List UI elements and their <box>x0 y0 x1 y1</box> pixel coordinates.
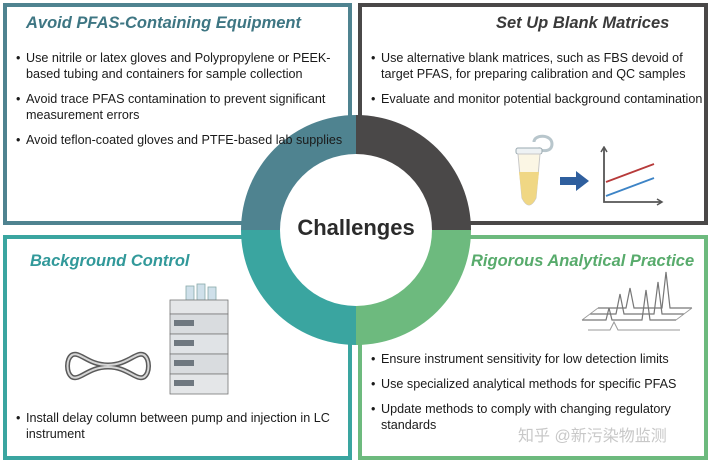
delay-column-icon <box>65 351 151 381</box>
bullet-item: Use specialized analytical methods for s… <box>371 376 703 392</box>
bullet-item: Evaluate and monitor potential backgroun… <box>371 91 703 107</box>
rigorous-bullet-list: Ensure instrument sensitivity for low de… <box>371 351 703 442</box>
chromatogram-3d-icon <box>581 271 693 331</box>
tube-icon <box>515 134 554 206</box>
bullet-item: Ensure instrument sensitivity for low de… <box>371 351 703 367</box>
panel-title-background: Background Control <box>30 252 190 270</box>
background-bullet-list: Install delay column between pump and in… <box>16 410 346 451</box>
bullet-item: Use nitrile or latex gloves and Polyprop… <box>16 50 346 82</box>
bullet-item: Use alternative blank matrices, such as … <box>371 50 703 82</box>
watermark: 知乎 @新污染物监测 <box>518 428 667 445</box>
bullet-item: Avoid trace PFAS contamination to preven… <box>16 91 346 123</box>
blank-bullet-list: Use alternative blank matrices, such as … <box>371 50 703 116</box>
calibration-chart-icon <box>600 146 664 206</box>
panel-title-rigorous: Rigorous Analytical Practice <box>471 252 695 270</box>
center-title: Challenges <box>297 215 415 240</box>
equipment-bullet-list: Use nitrile or latex gloves and Polyprop… <box>16 50 346 157</box>
bullet-item: Update methods to comply with changing r… <box>371 401 703 433</box>
panel-title-equipment: Avoid PFAS-Containing Equipment <box>26 14 301 32</box>
arrow-right-icon <box>560 171 589 191</box>
lc-instrument-icon <box>169 283 229 395</box>
panel-title-blank: Set Up Blank Matrices <box>496 14 670 32</box>
bullet-item: Avoid teflon-coated gloves and PTFE-base… <box>16 132 346 148</box>
bullet-item: Install delay column between pump and in… <box>16 410 346 442</box>
hub-center <box>280 154 432 306</box>
